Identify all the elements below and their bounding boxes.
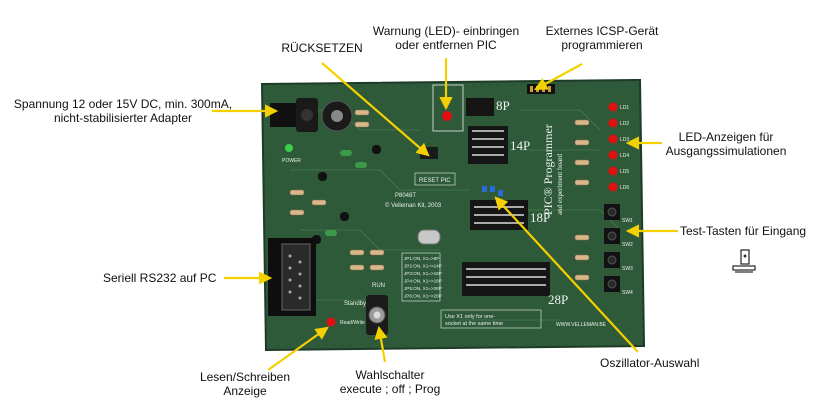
label-power: Spannung 12 oder 15V DC, min. 300mA, nic… bbox=[8, 97, 238, 125]
board-copyright: © Velleman Kit, 2003 bbox=[385, 202, 442, 209]
test-button-label: SW4 bbox=[622, 290, 633, 296]
note-box bbox=[440, 309, 542, 329]
output-led-label: LD1 bbox=[620, 105, 629, 111]
socket-28p-label: 28P bbox=[548, 292, 568, 307]
label-warning-line2: oder entfernen PIC bbox=[395, 38, 497, 52]
diodes bbox=[325, 150, 367, 236]
output-led-label: LD6 bbox=[620, 185, 629, 191]
note-line2: socket at the same time bbox=[445, 321, 503, 327]
label-power-line2: nicht-stabilisierter Adapter bbox=[53, 111, 193, 125]
board-title-line1: PIC® Programmer bbox=[541, 124, 555, 215]
board-title-line2: and experiment board bbox=[556, 153, 564, 215]
socket-14p bbox=[468, 126, 508, 164]
website-text: WWW.VELLEMAN.BE bbox=[556, 322, 607, 328]
label-switch-line1: Wahlschalter bbox=[355, 368, 425, 382]
label-reset: RÜCKSETZEN bbox=[262, 41, 382, 55]
test-button-label: SW2 bbox=[622, 242, 633, 248]
output-led bbox=[608, 150, 618, 160]
warning-led bbox=[442, 111, 452, 121]
jumper-lines: JP1:ON, X1=>8P JP2:ON, X1=>14P JP3:ON, X1=… bbox=[404, 256, 442, 299]
label-switch: Wahlschalter execute ; off ; Prog bbox=[325, 368, 455, 396]
read-write-led bbox=[326, 317, 336, 327]
resistors bbox=[289, 109, 590, 281]
run-label: RUN bbox=[372, 283, 385, 289]
jumper-line: JP3:ON, X1=>18P bbox=[404, 271, 442, 276]
note-line1: Use X1 only for one- bbox=[445, 314, 495, 320]
power-led bbox=[285, 144, 293, 152]
label-test-keys: Test-Tasten für Eingang bbox=[680, 224, 806, 238]
board-title: PIC® Programmer and experiment board bbox=[541, 124, 564, 215]
warning-led-area bbox=[432, 84, 464, 132]
output-led-label: LD2 bbox=[620, 121, 629, 127]
reset-pic-text: RESET PIC bbox=[419, 178, 451, 184]
test-button-cap bbox=[607, 231, 617, 241]
output-led-label: LD3 bbox=[620, 137, 629, 143]
label-warning-line1: Warnung (LED)- einbringen bbox=[372, 24, 520, 38]
label-read-write: Lesen/Schreiben Anzeige bbox=[190, 370, 300, 398]
label-reset-text: RÜCKSETZEN bbox=[281, 41, 363, 55]
jumper-line: JP5:ON, X1=>28P bbox=[404, 286, 442, 291]
label-icsp-line2: programmieren bbox=[561, 38, 643, 52]
label-icsp: Externes ICSP-Gerät programmieren bbox=[532, 24, 672, 52]
label-warning: Warnung (LED)- einbringen oder entfernen… bbox=[360, 24, 532, 52]
jumper-line: JP1:ON, X1=>8P bbox=[404, 256, 439, 261]
label-serial-text: Seriell RS232 auf PC bbox=[103, 271, 217, 285]
jumper-line: JP2:ON, X1=>14P bbox=[404, 264, 442, 269]
label-oscillator-text: Oszillator-Auswahl bbox=[600, 356, 700, 370]
socket-18p-label: 18P bbox=[530, 210, 550, 225]
reset-button bbox=[420, 147, 438, 159]
arrow-reset bbox=[321, 62, 430, 157]
label-led: LED-Anzeigen für Ausgangssimulationen bbox=[652, 130, 800, 158]
label-rw-line2: Anzeige bbox=[223, 384, 267, 398]
output-led bbox=[608, 118, 618, 128]
output-led bbox=[608, 134, 618, 144]
label-switch-line2: execute ; off ; Prog bbox=[339, 382, 441, 396]
arrow-oscillator bbox=[494, 196, 639, 353]
arrow-switch bbox=[374, 325, 388, 363]
label-power-line1: Spannung 12 oder 15V DC, min. 300mA, bbox=[13, 97, 233, 111]
jumper-table bbox=[401, 252, 441, 302]
test-button-cap bbox=[607, 255, 617, 265]
test-button-cap bbox=[607, 207, 617, 217]
crystal bbox=[417, 229, 441, 245]
stamp-icon bbox=[732, 249, 756, 273]
label-led-line2: Ausgangssimulationen bbox=[665, 144, 787, 158]
socket-8p-label: 8P bbox=[496, 98, 510, 113]
output-led-label: LD4 bbox=[620, 153, 629, 159]
oscillator-jumpers bbox=[482, 186, 503, 196]
socket-14p-label: 14P bbox=[510, 138, 530, 153]
jumper-line: JP4:ON, X1=>18P bbox=[404, 279, 442, 284]
label-serial: Seriell RS232 auf PC bbox=[103, 271, 216, 285]
output-led bbox=[608, 166, 618, 176]
test-button-label: SW3 bbox=[622, 266, 633, 272]
label-led-line1: LED-Anzeigen für bbox=[678, 130, 774, 144]
jumper-line: JP6:ON, X1=>28P bbox=[404, 294, 442, 299]
board-model: P8048T bbox=[395, 193, 416, 199]
output-led bbox=[608, 182, 618, 192]
label-test-keys-text: Test-Tasten für Eingang bbox=[680, 224, 807, 238]
reset-pic-box bbox=[414, 172, 456, 186]
label-rw-line1: Lesen/Schreiben bbox=[199, 370, 291, 384]
dc-jack bbox=[270, 103, 298, 127]
standby-label: Standby bbox=[344, 301, 366, 307]
output-led bbox=[608, 102, 618, 112]
output-led-label: LD5 bbox=[620, 169, 629, 175]
label-oscillator: Oszillator-Auswahl bbox=[600, 356, 699, 370]
power-led-label: POWER bbox=[282, 158, 301, 164]
socket-8p bbox=[466, 98, 494, 116]
arrow-rw bbox=[267, 326, 329, 371]
arrow-icsp bbox=[534, 63, 583, 91]
socket-28p bbox=[462, 262, 550, 296]
test-button-label: SW1 bbox=[622, 218, 633, 224]
read-write-text: Read/Write bbox=[340, 320, 365, 326]
label-icsp-line1: Externes ICSP-Gerät bbox=[545, 24, 659, 38]
test-button-cap bbox=[607, 279, 617, 289]
